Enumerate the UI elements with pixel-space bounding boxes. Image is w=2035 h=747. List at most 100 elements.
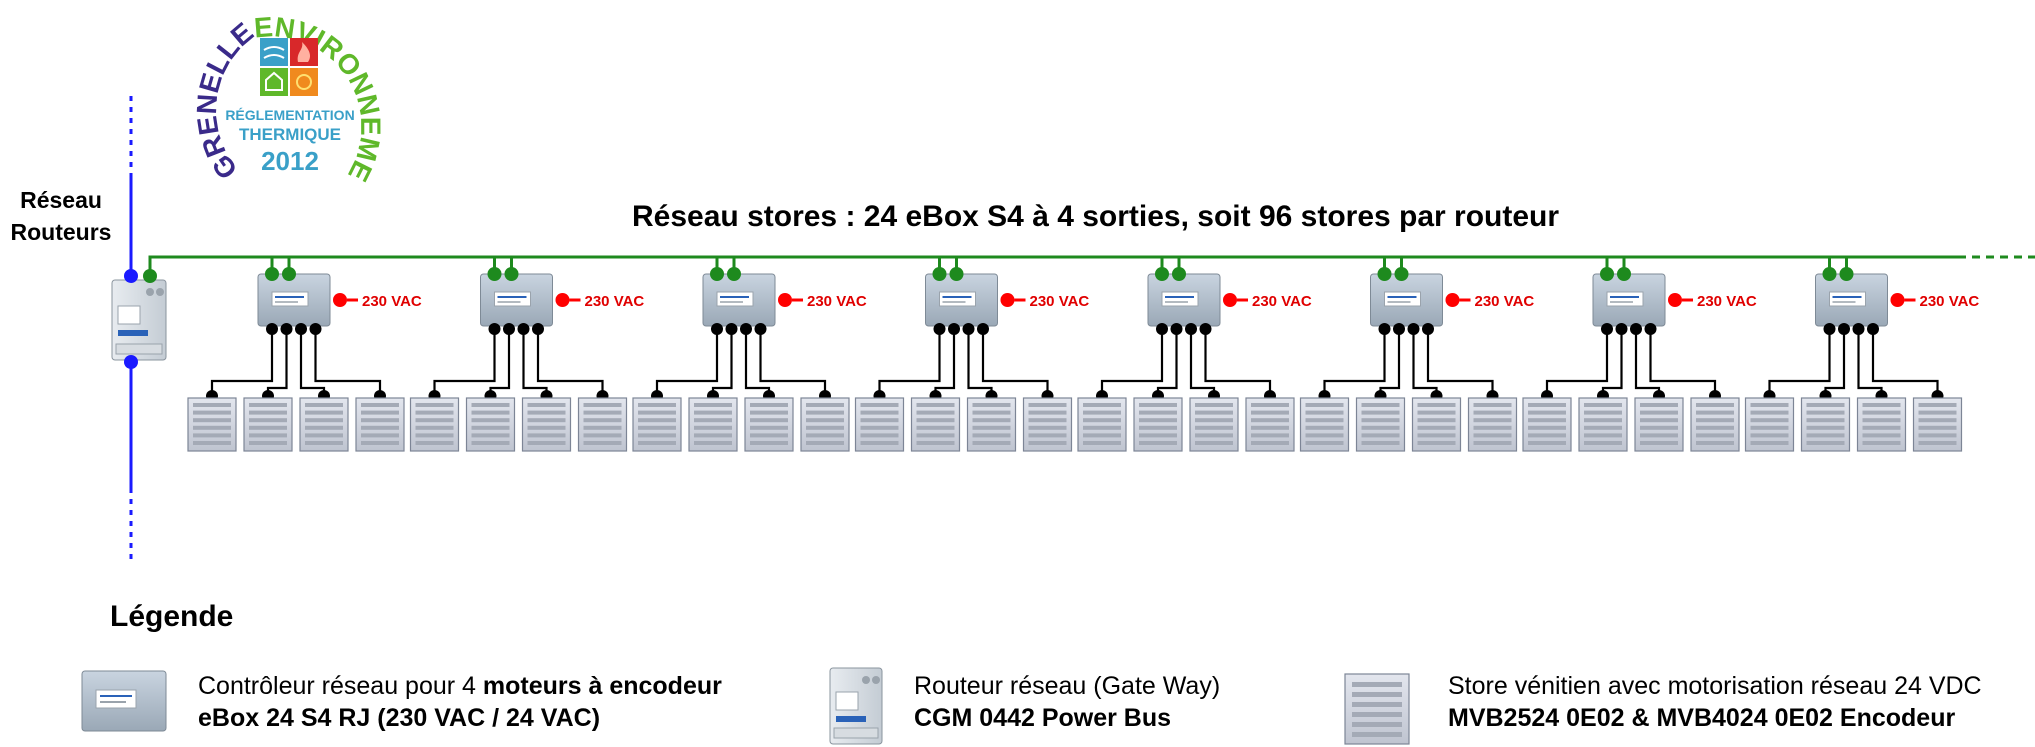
venetian-blind-slat: [972, 418, 1011, 423]
legend-title: Légende: [110, 600, 234, 633]
venetian-blind-slat: [1251, 433, 1289, 438]
output-wire: [433, 326, 496, 396]
venetian-blind-slat: [1528, 410, 1566, 415]
controller-unit: 230 VAC: [409, 257, 645, 452]
venetian-blind-slat: [860, 441, 899, 445]
venetian-blind-slat: [583, 410, 622, 415]
venetian-blind-slat: [527, 425, 566, 430]
venetian-blind-slat: [415, 425, 454, 430]
controller-bus-port: [949, 267, 964, 281]
venetian-blind-slat: [1750, 418, 1789, 423]
venetian-blind-slat: [1028, 410, 1067, 415]
venetian-blind: [1133, 397, 1183, 452]
venetian-blind-slat: [1139, 403, 1177, 407]
output-port: [740, 323, 752, 335]
output-port: [1156, 323, 1168, 335]
venetian-blind: [966, 397, 1017, 452]
venetian-blind: [1634, 397, 1684, 452]
legend-blind-shape-slat: [1352, 722, 1402, 727]
venetian-blind-slat: [1584, 418, 1622, 423]
venetian-blind-slat: [860, 403, 899, 407]
venetian-blind-slat: [806, 418, 844, 423]
venetian-blind-slat: [415, 441, 454, 445]
logo-sun-icon: [296, 74, 312, 90]
output-wire: [711, 326, 733, 396]
venetian-blind-slat: [249, 410, 287, 415]
venetian-blind-slat: [305, 410, 343, 415]
venetian-blind-slat: [193, 425, 231, 430]
output-wire: [1545, 326, 1609, 396]
venetian-blind-slat: [694, 433, 732, 438]
venetian-blind-slat: [527, 418, 566, 423]
venetian-blind-slat: [1528, 418, 1566, 423]
venetian-blind-slat: [750, 403, 788, 407]
output-wire: [1426, 326, 1494, 396]
controller-bus-port: [1822, 267, 1837, 281]
venetian-blind-slat: [361, 403, 399, 407]
venetian-blind-slat: [1806, 425, 1845, 430]
venetian-blind-slat: [1417, 410, 1456, 415]
venetian-blind-slat: [1083, 441, 1121, 445]
venetian-blind-slat: [361, 418, 399, 423]
voltage-label: 230 VAC: [1252, 293, 1312, 310]
output-wire: [266, 326, 288, 396]
venetian-blind-slat: [1083, 433, 1121, 438]
router-network-label-line2: Routeurs: [10, 219, 112, 245]
venetian-blind-slat: [1750, 425, 1789, 430]
router-port-blue-bottom: [124, 355, 138, 369]
venetian-blind-slat: [694, 403, 732, 407]
legend-blind-shape-slat: [1352, 692, 1402, 697]
controller-label-plate: [1829, 291, 1866, 307]
controller-bus-port: [1839, 267, 1854, 281]
venetian-blind-slat: [1028, 433, 1067, 438]
venetian-blind-slat: [916, 410, 955, 415]
output-port: [711, 323, 723, 335]
venetian-blind-slat: [1473, 441, 1512, 445]
venetian-blind-slat: [916, 441, 955, 445]
venetian-blind-slat: [1584, 433, 1622, 438]
controller-bus-port: [727, 267, 741, 281]
output-port: [1407, 323, 1420, 335]
venetian-blind-slat: [1528, 403, 1566, 407]
legend-blind-shape-slat: [1352, 712, 1402, 717]
venetian-blind: [632, 397, 682, 452]
venetian-blind: [800, 397, 850, 452]
output-wire: [1601, 326, 1623, 396]
output-port: [962, 323, 975, 335]
legend-blind-text: Store vénitien avec motorisation réseau …: [1448, 670, 1982, 734]
legend-controller-text: Contrôleur réseau pour 4 moteurs à encod…: [198, 670, 722, 734]
venetian-blind: [1411, 397, 1462, 452]
router-knob-2: [156, 288, 164, 296]
venetian-blind-slat: [361, 433, 399, 438]
venetian-blind-slat: [1417, 418, 1456, 423]
venetian-blind-slat: [1640, 433, 1678, 438]
legend-router-line1: Routeur réseau (Gate Way): [914, 672, 1221, 700]
legend-router-text: Routeur réseau (Gate Way) CGM 0442 Power…: [914, 670, 1220, 734]
power-connector: [778, 293, 792, 307]
router-terminal-strip: [115, 343, 163, 355]
controller-unit: 230 VAC: [632, 257, 867, 452]
venetian-blind-slat: [1083, 410, 1121, 415]
venetian-blind-slat: [1640, 425, 1678, 430]
venetian-blind-slat: [193, 418, 231, 423]
venetian-blind-slat: [1640, 403, 1678, 407]
router-device: [111, 269, 167, 369]
controller-bus-port: [710, 267, 724, 281]
venetian-blind-slat: [1584, 425, 1622, 430]
legend-icons: [81, 667, 1410, 745]
voltage-label: 230 VAC: [585, 293, 645, 310]
output-port: [1615, 323, 1628, 335]
venetian-blind-slat: [1918, 441, 1957, 445]
output-port: [295, 323, 307, 335]
output-port: [1852, 323, 1865, 335]
controller-label-plate: [494, 291, 531, 307]
venetian-blind-slat: [249, 433, 287, 438]
venetian-blind-slat: [1028, 403, 1067, 407]
venetian-blind: [1522, 397, 1572, 452]
controller-unit: 230 VAC: [1744, 257, 1979, 452]
output-port: [503, 323, 515, 335]
venetian-blind-slat: [1305, 433, 1344, 438]
venetian-blind-slat: [860, 410, 899, 415]
output-wire: [967, 326, 993, 396]
